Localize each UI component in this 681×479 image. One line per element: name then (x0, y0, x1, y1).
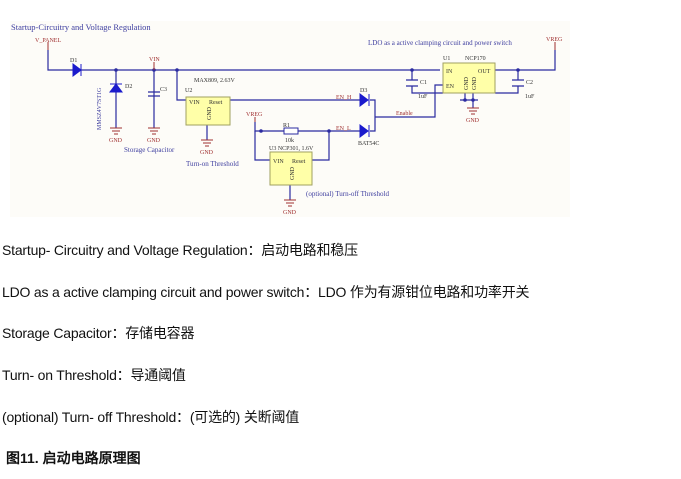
u3-box (269, 151, 313, 186)
schematic-label-d2-part: MMSZ4V7ST1G (97, 87, 103, 130)
paragraph-turn-on: Turn- on Threshold：导通阈值 (2, 367, 186, 383)
schematic-label-en-l: EN_L (336, 126, 351, 132)
storage-capacitor-label: Storage Capacitor (124, 146, 175, 154)
schematic-label-u1-part: NCP170 (465, 56, 486, 62)
figure-caption: 图11. 启动电路原理图 (6, 450, 141, 466)
schematic-label-pin-vin: VIN (189, 100, 200, 106)
paragraph-startup: Startup- Circuitry and Voltage Regulatio… (2, 242, 358, 258)
schematic-label-u2: U2 (185, 88, 192, 94)
paragraph-storage-capacitor: Storage Capacitor：存储电容器 (2, 325, 195, 341)
schematic-label-pin-gnd: GND (290, 166, 296, 180)
schematic-label-r1: R1 (283, 123, 290, 129)
schematic-label-c2-value: 1uF (525, 94, 535, 100)
schematic-label-enable: Enable (396, 111, 413, 117)
schematic-label-pin-gnd: GND (464, 76, 470, 90)
schematic-label-pin-reset: Reset (292, 159, 306, 165)
turn-off-label: (optional) Turn-off Threshold (306, 190, 389, 198)
resistor-r1 (283, 127, 299, 135)
schematic-label-d1: D1 (70, 58, 77, 64)
turn-on-label: Turn-on Threshold (186, 160, 239, 168)
schematic-label-pin-en: EN (446, 84, 455, 90)
zener-d2 (109, 83, 123, 93)
schematic-label-gnd: GND (283, 210, 297, 216)
schematic-label-gnd: GND (200, 150, 214, 156)
schematic-label-gnd: GND (147, 138, 161, 144)
schematic-label-gnd: GND (109, 138, 123, 144)
schematic-label-en-h: EN_H (336, 95, 352, 101)
schematic-title: Startup-Circuitry and Voltage Regulation (11, 22, 151, 32)
ldo-title: LDO as a active clamping circuit and pow… (368, 39, 512, 47)
schematic-label-u3-part: U3 NCP301, 1.6V (269, 146, 314, 152)
u2-box (185, 96, 231, 126)
schematic-label-u2-part: MAX809, 2.63V (194, 78, 236, 84)
schematic-label-u1: U1 (443, 56, 450, 62)
schematic-label-pin-out: OUT (478, 69, 491, 75)
schematic-label-pin-gnd: GND (472, 76, 478, 90)
schematic-label-v-panel: V_PANEL (35, 38, 61, 44)
schematic-label-d2: D2 (125, 84, 132, 90)
schematic-label-vreg-left: VREG (246, 112, 263, 118)
schematic-label-r1-value: 10k (285, 138, 294, 144)
schematic-label-c2: C2 (526, 80, 533, 86)
circuit-schematic: Startup-Circuitry and Voltage Regulation… (10, 21, 570, 217)
schematic-label-vin: VIN (149, 57, 160, 63)
schematic-label-pin-in: IN (446, 69, 453, 75)
paragraph-turn-off: (optional) Turn- off Threshold：(可选的) 关断阈… (2, 409, 300, 425)
schematic-label-pin-reset: Reset (209, 100, 223, 106)
schematic-label-c3: C3 (160, 87, 167, 93)
u1-box (442, 62, 496, 94)
diode-d3 (359, 93, 369, 107)
schematic-label-c1-value: 1uF (418, 94, 428, 100)
diode-d4 (359, 124, 369, 138)
schematic-label-d4-part: BAT54C (358, 141, 379, 147)
schematic-label-vreg-right: VREG (546, 37, 563, 43)
schematic-label-gnd: GND (466, 118, 480, 124)
schematic-label-pin-gnd: GND (207, 106, 213, 120)
schematic-label-c1: C1 (420, 80, 427, 86)
paragraph-ldo: LDO as a active clamping circuit and pow… (2, 284, 530, 300)
schematic-label-d3: D3 (360, 88, 367, 94)
schematic-label-pin-vin: VIN (273, 159, 284, 165)
diode-d1 (72, 63, 82, 77)
